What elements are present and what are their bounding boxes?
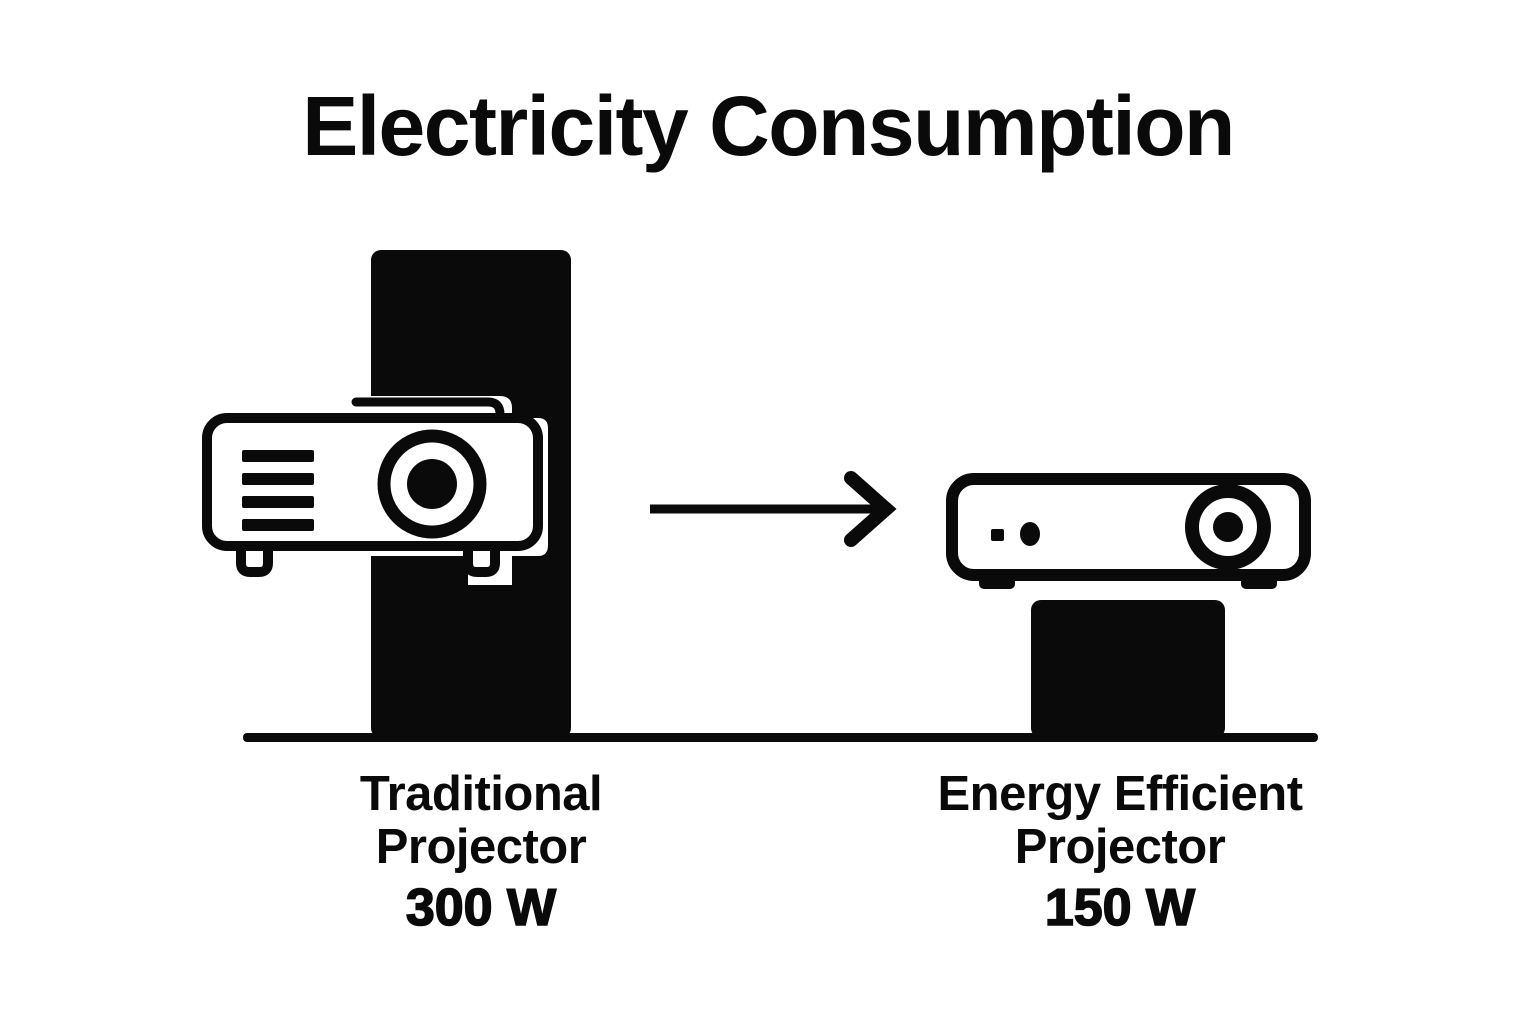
bar-label-name: Energy Efficient Projector <box>885 768 1355 874</box>
projector-vent-line <box>242 519 314 531</box>
bar-label-name-line2: Projector <box>1014 819 1226 874</box>
baseline-axis <box>243 733 1318 742</box>
projector-vent-line <box>242 450 314 462</box>
projector-foot-left <box>236 546 273 577</box>
projector-indicator-square <box>991 529 1004 541</box>
bar-energy-efficient-projector <box>1031 600 1225 738</box>
page-title: Electricity Consumption <box>302 79 1235 173</box>
bar-label-name: Traditional Projector <box>246 768 716 874</box>
projector-indicator-dot <box>1020 522 1040 546</box>
bar-value-label: 150 W <box>1044 878 1196 937</box>
bar-label-traditional-projector: Traditional Projector 300 W <box>246 768 716 938</box>
bar-label-energy-efficient-projector: Energy Efficient Projector 150 W <box>885 768 1355 938</box>
bar-label-name-line2: Projector <box>375 819 587 874</box>
bar-value-label: 300 W <box>405 878 557 937</box>
energy-efficient-projector-icon <box>946 473 1311 589</box>
projector-foot-right <box>463 546 500 577</box>
projector-vent-line <box>242 473 314 485</box>
projector-lens-pupil <box>1213 512 1243 542</box>
traditional-projector-icon <box>202 396 548 585</box>
projector-foot-right <box>1241 575 1277 589</box>
projector-vent-line <box>242 496 314 508</box>
arrow-right-icon <box>650 471 897 547</box>
bar-label-name-line1: Energy Efficient <box>937 767 1303 821</box>
projector-foot-left <box>979 575 1015 589</box>
bar-label-name-line1: Traditional <box>359 767 603 821</box>
projector-lens-pupil <box>407 459 457 509</box>
